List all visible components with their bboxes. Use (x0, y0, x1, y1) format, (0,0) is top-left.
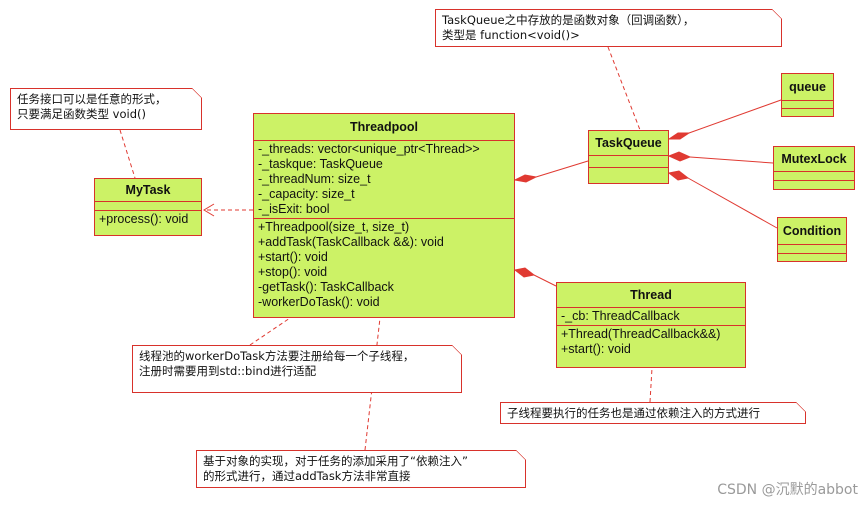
watermark: CSDN @沉默的abbot (717, 482, 858, 498)
note-line: 基于对象的实现，对于任务的添加采用了“依赖注入” (203, 454, 468, 468)
attribute: -_threadNum: size_t (258, 172, 371, 186)
attribute: -_cb: ThreadCallback (561, 309, 680, 323)
note-line: 只要满足函数类型 void() (17, 107, 146, 121)
note-task-interface: 任务接口可以是任意的形式， 只要满足函数类型 void() (10, 88, 202, 130)
attribute: -_taskque: TaskQueue (258, 157, 383, 171)
class-attributes-empty (782, 101, 833, 109)
class-thread[interactable]: Thread -_cb: ThreadCallback +Thread(Thre… (556, 282, 746, 368)
class-attributes-empty (589, 156, 668, 168)
attribute: -_capacity: size_t (258, 187, 355, 201)
method: +process(): void (99, 212, 189, 226)
dependency-arrowhead (203, 203, 215, 217)
note-addtask: 基于对象的实现，对于任务的添加采用了“依赖注入” 的形式进行，通过addTask… (196, 450, 526, 488)
method: +addTask(TaskCallback &&): void (258, 235, 444, 249)
class-name: Threadpool (254, 114, 514, 141)
note-anchor-thread (649, 367, 653, 403)
method: -workerDoTask(): void (258, 295, 380, 309)
composition-thread-threadpool (533, 274, 557, 287)
composition-diamond-taskqueue-condition (667, 170, 690, 181)
class-attributes: -_threads: vector<unique_ptr<Thread>> -_… (254, 141, 514, 219)
composition-queue-taskqueue (688, 99, 782, 134)
class-methods: +Threadpool(size_t, size_t) +addTask(Tas… (254, 219, 514, 311)
composition-taskqueue-threadpool (535, 160, 589, 178)
method: -getTask(): TaskCallback (258, 280, 394, 294)
class-attributes-empty (778, 245, 846, 254)
class-methods-empty (774, 181, 854, 190)
composition-diamond-threadpool-thread (513, 267, 536, 278)
note-fold-icon (192, 88, 202, 98)
class-mutexlock[interactable]: MutexLock (773, 146, 855, 190)
class-name: MyTask (95, 179, 201, 202)
class-queue[interactable]: queue (781, 73, 834, 117)
note-anchor-task-interface (119, 129, 136, 179)
class-attributes: -_cb: ThreadCallback (557, 308, 745, 326)
composition-diamond-taskqueue-queue (667, 132, 691, 140)
note-fold-icon (796, 402, 806, 412)
composition-condition-taskqueue (687, 177, 778, 229)
class-name: MutexLock (774, 147, 854, 172)
class-name: TaskQueue (589, 131, 668, 156)
class-attributes-empty (95, 202, 201, 211)
method: +start(): void (258, 250, 328, 264)
composition-diamond-taskqueue-mutexlock (667, 151, 692, 162)
method: +Thread(ThreadCallback&&) (561, 327, 721, 341)
note-line: 任务接口可以是任意的形式， (17, 92, 167, 106)
note-anchor-worker (249, 317, 291, 346)
class-attributes-empty (774, 172, 854, 181)
method: +Threadpool(size_t, size_t) (258, 220, 410, 234)
composition-mutexlock-taskqueue (689, 156, 774, 164)
composition-diamond-threadpool-taskqueue (513, 174, 538, 183)
note-line: 注册时需要用到std::bind进行适配 (139, 364, 317, 378)
class-methods-empty (778, 254, 846, 262)
class-taskqueue[interactable]: TaskQueue (588, 130, 669, 184)
note-fold-icon (452, 345, 462, 355)
note-anchor-taskqueue (607, 46, 641, 131)
class-name: queue (782, 74, 833, 101)
class-mytask[interactable]: MyTask +process(): void (94, 178, 202, 236)
note-worker: 线程池的workerDoTask方法要注册给每一个子线程， 注册时需要用到std… (132, 345, 462, 393)
class-methods: +Thread(ThreadCallback&&) +start(): void (557, 326, 745, 358)
class-condition[interactable]: Condition (777, 217, 847, 262)
method: +start(): void (561, 342, 631, 356)
class-methods-empty (782, 109, 833, 117)
class-methods: +process(): void (95, 211, 201, 228)
method: +stop(): void (258, 265, 328, 279)
note-fold-icon (772, 9, 782, 19)
note-taskqueue: TaskQueue之中存放的是函数对象（回调函数）， 类型是 function<… (435, 9, 782, 47)
note-line: 线程池的workerDoTask方法要注册给每一个子线程， (139, 349, 415, 363)
class-methods-empty (589, 168, 668, 184)
class-name: Thread (557, 283, 745, 308)
note-line: TaskQueue之中存放的是函数对象（回调函数）， (442, 13, 695, 27)
class-name: Condition (778, 218, 846, 245)
attribute: -_isExit: bool (258, 202, 330, 216)
class-threadpool[interactable]: Threadpool -_threads: vector<unique_ptr<… (253, 113, 515, 318)
note-line: 子线程要执行的任务也是通过依赖注入的方式进行 (507, 406, 760, 420)
note-line: 类型是 function<void()> (442, 28, 580, 42)
note-thread: 子线程要执行的任务也是通过依赖注入的方式进行 (500, 402, 806, 424)
note-line: 的形式进行，通过addTask方法非常直接 (203, 469, 411, 483)
note-fold-icon (516, 450, 526, 460)
attribute: -_threads: vector<unique_ptr<Thread>> (258, 142, 480, 156)
